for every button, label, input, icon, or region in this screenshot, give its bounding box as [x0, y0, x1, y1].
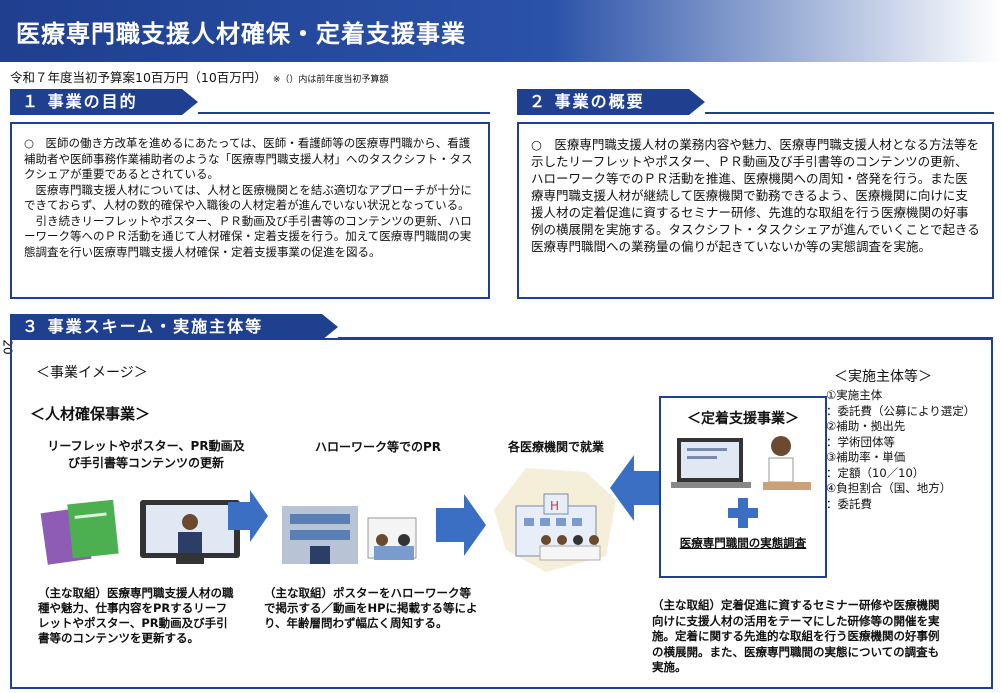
impl-list: ①実施主体 ：委託費（公募により選定） ②補助・拠出先 ：学術団体等 ③補助率・…: [826, 388, 992, 512]
section1-rule: [198, 112, 490, 114]
impl-item: ：定額（10／10）: [826, 465, 925, 480]
step3-title: 各医療機関で就業: [507, 440, 604, 454]
impl-item: ：委託費（公募により選定）: [826, 403, 976, 418]
step2-title: ハローワーク等でのPR: [314, 440, 442, 454]
step1-title: リーフレットやポスター、PR動画及び手引書等コンテンツの更新: [47, 439, 245, 470]
teichaku-label: ＜定着支援事業＞: [687, 411, 799, 427]
section1-paragraph-3: 引き続きリーフレットやポスター、ＰＲ動画及び手引書等のコンテンツの更新、ハローワ…: [24, 213, 472, 259]
plus-icon: [728, 498, 758, 528]
hellowork-illustration: [282, 506, 417, 564]
impl-item: ①実施主体: [826, 388, 883, 402]
section1-paragraph-1: ○ 医師の働き方改革を進めるにあたっては、医師・看護師等の医療専門職から、看護補…: [24, 136, 473, 181]
jinzai-label: ＜人材確保事業＞: [30, 405, 151, 423]
section1-heading: １ 事業の目的: [10, 89, 198, 115]
section2-rule: [705, 112, 994, 114]
section1-paragraph-2: 医療専門職支援人材については、人材と医療機関とを結ぶ適切なアプローチが十分にでき…: [24, 182, 472, 213]
scheme-box: [10, 338, 993, 689]
hospital-illustration: H: [494, 468, 616, 572]
budget-text: 令和７年度当初予算案10百万円（10百万円）: [10, 70, 267, 85]
section2-heading: ２ 事業の概要: [517, 89, 705, 115]
arrow-right-icon: [228, 490, 268, 542]
impl-item: ：学術団体等: [826, 434, 895, 449]
page-title: 医療専門職支援人材確保・定着支援事業: [16, 20, 466, 48]
section3-heading: ３ 事業スキーム・実施主体等: [10, 314, 338, 340]
section2-text: ○ 医療専門職支援人材の業務内容や魅力、医療専門職支援人材となる方法等を示したリ…: [531, 137, 980, 254]
budget-line: 令和７年度当初予算案10百万円（10百万円） ※（）内は前年度当初予算額: [10, 67, 388, 86]
teichaku-box: ＜定着支援事業＞ 医療専門職間の実態調査: [659, 396, 827, 578]
arrow-right-icon: [436, 494, 486, 556]
teichaku-sub: 医療専門職間の実態調査: [679, 536, 807, 550]
seminar-illustration: [671, 436, 811, 490]
impl-item: ③補助率・単価: [826, 450, 906, 464]
teichaku-desc: （主な取組）定着促進に資するセミナー研修や医療機関向けに支援人材の活用をテーマに…: [652, 598, 940, 674]
book-icon: [40, 499, 119, 565]
monitor-icon: [140, 500, 240, 564]
budget-note: ※（）内は前年度当初予算額: [272, 75, 389, 85]
impl-item: ④負担割合（国、地方）: [826, 481, 952, 495]
section2-box: ○ 医療専門職支援人材の業務内容や魅力、医療専門職支援人材となる方法等を示したリ…: [517, 122, 994, 299]
title-banner: 医療専門職支援人材確保・定着支援事業: [0, 0, 1001, 62]
step2-desc: （主な取組）ポスターをハローワーク等で掲示する／動画をHPに掲載する等により、年…: [264, 586, 478, 630]
impl-item: ：委託費: [826, 496, 872, 511]
svg-text:H: H: [550, 499, 559, 513]
image-label: ＜事業イメージ＞: [36, 365, 148, 381]
step1-illustration: [40, 499, 240, 565]
arrow-left-icon: [610, 455, 662, 521]
impl-item: ②補助・拠出先: [826, 419, 906, 433]
step1-desc: （主な取組）医療専門職支援人材の職種や魅力、仕事内容をPRするリーフレットやポス…: [38, 586, 234, 645]
impl-label: ＜実施主体等＞: [834, 369, 932, 385]
section1-box: ○ 医師の働き方改革を進めるにあたっては、医師・看護師等の医療専門職から、看護補…: [10, 122, 490, 299]
